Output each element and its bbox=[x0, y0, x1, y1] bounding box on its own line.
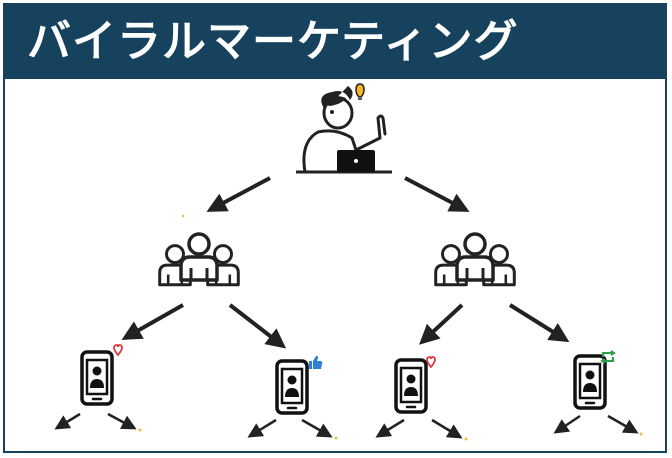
smartphone-profile-icon bbox=[573, 354, 607, 410]
arrow-root-to-right-group bbox=[404, 176, 470, 212]
smartphone-profile-icon bbox=[275, 359, 309, 415]
page-title: バイラルマーケティング bbox=[27, 16, 519, 67]
arrow-group-to-phone bbox=[121, 303, 184, 340]
arrow-group-to-phone bbox=[228, 303, 287, 349]
arrow-spread bbox=[301, 418, 333, 438]
arrow-spread bbox=[375, 418, 405, 438]
arrow-spread bbox=[54, 412, 81, 430]
person-with-laptop-icon bbox=[296, 86, 392, 174]
sparkle-icon bbox=[138, 214, 643, 441]
arrow-root-to-left-group bbox=[206, 176, 271, 212]
group-of-people-icon bbox=[434, 232, 516, 287]
lightbulb-icon bbox=[355, 83, 365, 100]
heart-icon bbox=[426, 356, 436, 369]
repost-icon bbox=[600, 350, 616, 364]
arrow-spread bbox=[553, 414, 581, 434]
header-bar: バイラルマーケティング bbox=[5, 5, 665, 79]
arrow-group-to-phone bbox=[508, 303, 570, 343]
arrow-group-to-phone bbox=[419, 303, 464, 345]
heart-icon bbox=[113, 344, 123, 357]
arrow-spread bbox=[107, 412, 137, 430]
arrow-spread bbox=[247, 418, 277, 438]
thumbs-up-icon bbox=[309, 355, 323, 369]
group-of-people-icon bbox=[158, 232, 240, 287]
smartphone-profile-icon bbox=[394, 358, 428, 414]
smartphone-profile-icon bbox=[80, 350, 114, 406]
arrow-spread bbox=[431, 418, 463, 439]
arrow-spread bbox=[607, 414, 639, 434]
